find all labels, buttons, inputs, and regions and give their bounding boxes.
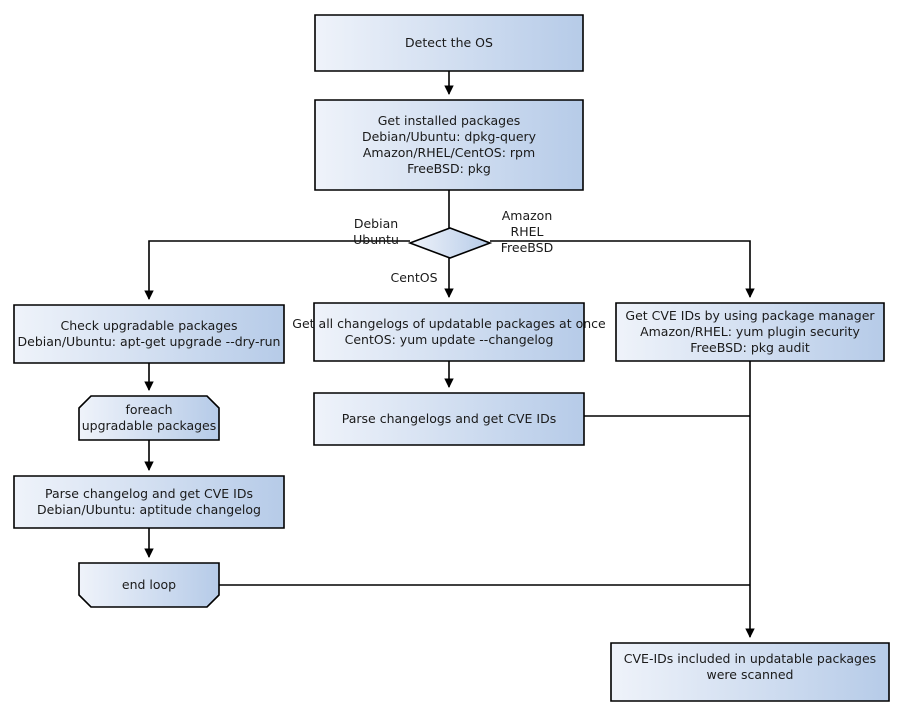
node-label-get-all-changelogs: Get all changelogs of updatable packages… — [292, 316, 606, 347]
node-parse-changelogs-get-cve-ids[interactable]: Parse changelogs and get CVE IDs — [313, 392, 585, 446]
node-shape-get-installed-packages — [314, 99, 584, 191]
node-shape-get-cve-ids-package-manager — [615, 302, 885, 362]
node-shape-parse-changelog-get-cve-ids — [13, 475, 285, 529]
node-shape-cve-ids-scanned — [610, 642, 890, 702]
edge-decision-to-cve-package-manager — [490, 240, 755, 298]
node-shape-foreach-loop-start — [78, 395, 220, 441]
node-shape-detect-os — [314, 14, 584, 72]
node-shape-end-loop — [78, 562, 220, 608]
node-shape-os-decision — [407, 227, 493, 259]
edge-decision-to-check-upgradable — [144, 240, 410, 300]
node-detect-os[interactable]: Detect the OS — [314, 14, 584, 72]
edges-layer — [144, 71, 755, 638]
node-os-decision[interactable] — [407, 227, 493, 259]
node-label-parse-changelogs-get-cve-ids: Parse changelogs and get CVE IDs — [342, 411, 556, 426]
node-get-all-changelogs[interactable]: Get all changelogs of updatable packages… — [292, 302, 606, 362]
node-shape-get-all-changelogs — [313, 302, 585, 362]
label-centos: CentOS — [390, 270, 437, 285]
node-shape-parse-changelogs-get-cve-ids — [313, 392, 585, 446]
node-shape-check-upgradable-packages — [13, 304, 285, 364]
node-label-detect-os: Detect the OS — [405, 35, 493, 50]
node-label-end-loop: end loop — [122, 577, 176, 592]
node-end-loop[interactable]: end loop — [78, 562, 220, 608]
